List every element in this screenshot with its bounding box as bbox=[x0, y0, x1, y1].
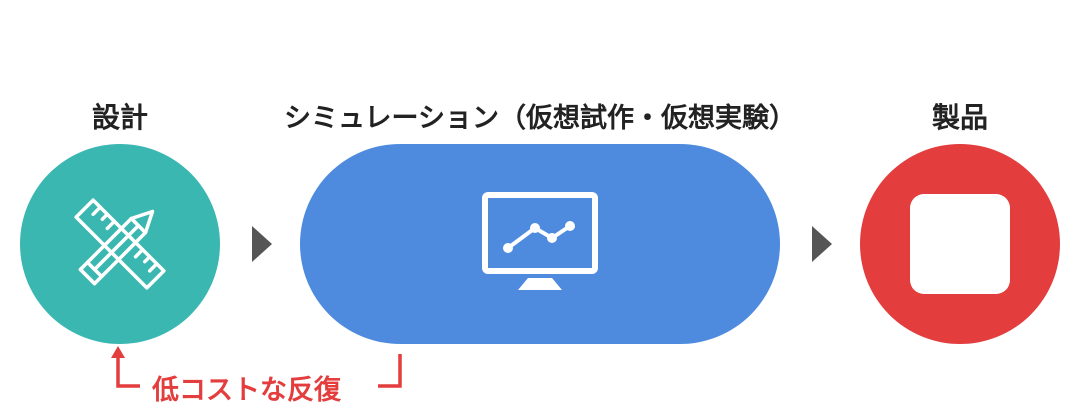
flow-arrow-simulation-to-product bbox=[812, 226, 832, 262]
simulation-stage-pill bbox=[300, 144, 780, 344]
ruler-pencil-icon bbox=[74, 198, 166, 290]
monitor-chart-icon bbox=[482, 192, 598, 290]
flow-arrow-design-to-simulation bbox=[252, 226, 272, 262]
product-label: 製品 bbox=[931, 101, 988, 134]
iteration-loop-arrow bbox=[111, 346, 402, 388]
design-label: 設計 bbox=[91, 101, 148, 134]
square-icon bbox=[910, 194, 1010, 294]
simulation-label: シミュレーション（仮想試作・仮想実験） bbox=[284, 103, 796, 134]
iteration-loop-label: 低コストな反復 bbox=[152, 375, 341, 406]
